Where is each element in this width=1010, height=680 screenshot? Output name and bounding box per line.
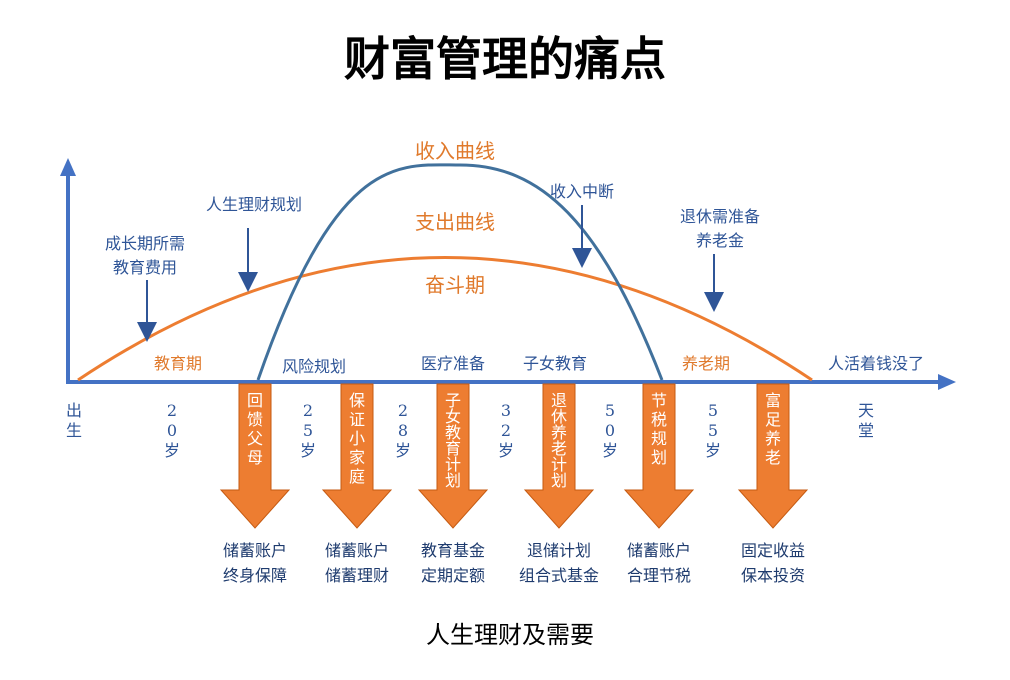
income-curve-label: 收入曲线	[415, 139, 495, 163]
arrow-footer-line: 退储计划	[527, 541, 591, 560]
note-life-planning: 人生理财规划	[206, 195, 302, 214]
arrow-label: 节税规划	[651, 391, 667, 467]
arrow-footer-line: 教育基金	[421, 541, 485, 560]
x-axis-arrowhead	[938, 374, 956, 390]
arrow-footer-line: 储蓄账户	[627, 541, 691, 560]
note-income-break: 收入中断	[550, 182, 614, 201]
orange-down-arrow-shape	[219, 383, 291, 529]
y-axis-arrowhead	[60, 158, 76, 176]
arrow-label: 保证小家庭	[349, 391, 365, 486]
arrow-footer-line: 合理节税	[627, 566, 691, 585]
arrow-footer-line: 定期定额	[421, 566, 485, 585]
axis-start-label: 出生	[66, 401, 82, 440]
income-curve	[256, 163, 664, 381]
orange-down-arrow-shape	[623, 383, 695, 529]
phase-child-education: 子女教育	[523, 354, 587, 373]
struggle-period-label: 奋斗期	[425, 273, 485, 297]
orange-down-arrow-shape	[321, 383, 393, 529]
arrow-footer-line: 储蓄账户	[325, 541, 389, 560]
axis-end-label: 天堂	[858, 401, 874, 440]
page-title: 财富管理的痛点	[344, 32, 666, 86]
arrow-footer-line: 储蓄理财	[325, 566, 389, 585]
arrow-label: 富足养老	[765, 391, 781, 467]
arrow-label: 回馈父母	[247, 391, 263, 467]
arrow-label: 退休养老计划	[551, 391, 567, 490]
note-education-line1: 成长期所需	[105, 234, 185, 253]
phase-risk-planning: 风险规划	[282, 357, 346, 376]
note-education-line2: 教育费用	[113, 258, 177, 277]
note-retirement-line2: 养老金	[696, 231, 744, 250]
note-retirement-line1: 退休需准备	[680, 207, 760, 226]
phase-education: 教育期	[154, 354, 202, 373]
orange-down-arrow-shape	[417, 383, 489, 529]
arrows-layer: 回馈父母储蓄账户终身保障保证小家庭储蓄账户储蓄理财子女教育计划教育基金定期定额退…	[219, 383, 809, 585]
expense-curve	[77, 256, 813, 382]
arrow-label: 子女教育计划	[445, 391, 461, 490]
arrow-footer-line: 组合式基金	[519, 566, 599, 585]
phase-money-gone: 人活着钱没了	[828, 354, 924, 373]
arrow-footer-line: 保本投资	[741, 566, 805, 585]
arrow-footer-line: 终身保障	[223, 566, 287, 585]
diagram-subtitle: 人生理财及需要	[426, 621, 594, 649]
expense-curve-label: 支出曲线	[415, 210, 495, 234]
orange-down-arrow-shape	[737, 383, 809, 529]
phase-retirement: 养老期	[682, 354, 730, 373]
orange-down-arrow-shape	[523, 383, 595, 529]
arrow-footer-line: 固定收益	[741, 541, 805, 560]
phase-medical: 医疗准备	[421, 354, 485, 373]
arrow-footer-line: 储蓄账户	[223, 541, 287, 560]
